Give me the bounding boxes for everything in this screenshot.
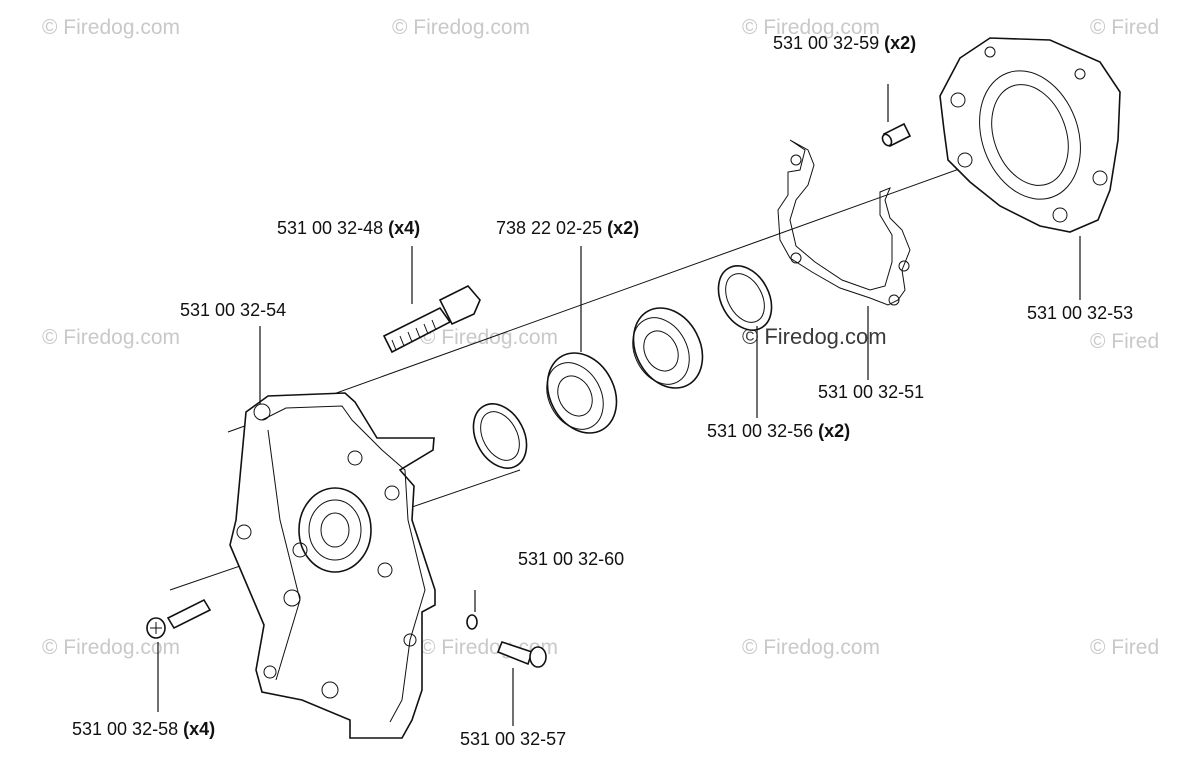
part-label-screw-left: 531 00 32-58 (x4) <box>72 719 216 739</box>
watermark: © Firedog.com <box>392 16 531 39</box>
screw-left-part <box>146 598 212 639</box>
bearing-left-part <box>546 352 618 434</box>
part-label-gasket: 531 00 32-51 <box>818 382 925 402</box>
part-label-pin: 531 00 32-59 (x2) <box>773 33 917 53</box>
gasket-part <box>777 139 911 306</box>
watermark: © Firedog.com <box>42 16 181 39</box>
part-label-left-housing: 531 00 32-54 <box>180 300 287 320</box>
watermark: © Firedog.com <box>42 636 181 659</box>
bolt-part <box>382 285 481 354</box>
pin-part <box>881 122 912 148</box>
watermark: © Firedog.com <box>742 636 881 659</box>
watermark: © Firedog.com <box>742 16 881 39</box>
part-label-seal: 531 00 32-56 (x2) <box>707 421 851 441</box>
watermark: © Fired <box>1090 16 1160 39</box>
watermark: © Firedog.com <box>42 326 181 349</box>
bearing-right-part <box>632 307 704 389</box>
right-housing-part <box>939 37 1121 233</box>
seal-right-part <box>717 265 773 331</box>
left-housing-part <box>229 392 436 739</box>
part-label-bolt: 531 00 32-48 (x4) <box>277 218 421 238</box>
seal-left-part <box>472 403 528 469</box>
part-label-right-housing: 531 00 32-53 <box>1027 303 1134 323</box>
washer-part <box>466 614 478 630</box>
part-label-screw-right: 531 00 32-57 <box>460 729 567 749</box>
screw-right-part <box>496 641 547 668</box>
watermark: © Firedog.com <box>420 326 559 349</box>
watermark: © Fired <box>1090 636 1160 659</box>
watermark: © Fired <box>1090 330 1160 353</box>
part-label-washer: 531 00 32-60 <box>518 549 625 569</box>
watermark-main: © Firedog.com <box>742 324 887 349</box>
part-label-bearing: 738 22 02-25 (x2) <box>496 218 640 238</box>
assembly-axis-line <box>227 131 1063 433</box>
